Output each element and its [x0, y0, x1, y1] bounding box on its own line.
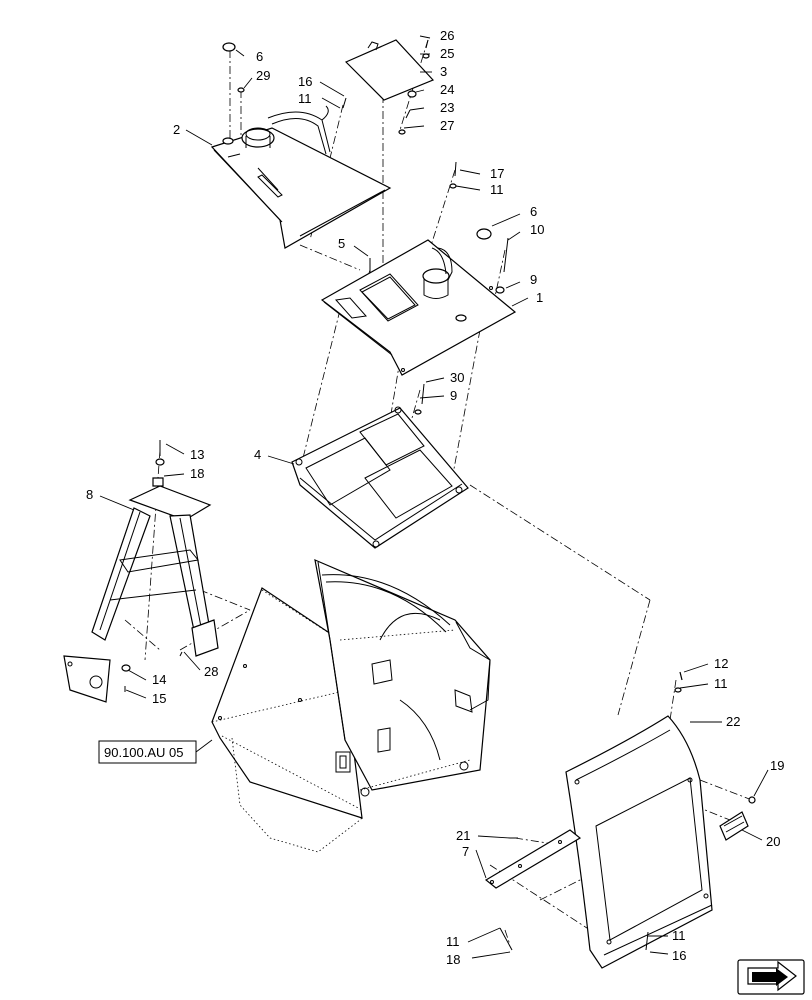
part-7-bracket — [484, 829, 582, 889]
callout-2: 2 — [173, 122, 180, 137]
part-3-cover-plate — [344, 39, 435, 101]
part-22-grille — [565, 715, 713, 969]
hardware — [121, 39, 756, 951]
callout-27: 27 — [440, 118, 454, 133]
callout-20: 20 — [766, 834, 780, 849]
part-20-badge — [719, 811, 749, 841]
callout-19: 19 — [770, 758, 784, 773]
callout-12: 12 — [714, 656, 728, 671]
side-door-panel — [211, 587, 363, 853]
part-4-frame — [291, 406, 469, 549]
callout-28: 28 — [204, 664, 218, 679]
callout-11-e: 11 — [672, 928, 686, 943]
callout-11-d: 11 — [446, 934, 460, 949]
callout-8: 8 — [86, 487, 93, 502]
callout-15: 15 — [152, 691, 166, 706]
callout-16-b: 16 — [672, 948, 686, 963]
reference-link[interactable]: 90.100.AU 05 — [98, 740, 197, 764]
callout-4: 4 — [254, 447, 261, 462]
callout-labels: 6 29 16 11 2 26 25 3 24 23 27 17 11 6 10… — [86, 28, 784, 967]
callout-9-a: 9 — [530, 272, 537, 287]
callout-3: 3 — [440, 64, 447, 79]
callout-11-b: 11 — [490, 182, 504, 197]
callout-26: 26 — [440, 28, 454, 43]
callout-5: 5 — [338, 236, 345, 251]
callout-16-a: 16 — [298, 74, 312, 89]
part-1-mid-panel — [320, 239, 517, 376]
part-2-upper-panel — [210, 105, 392, 249]
callout-25: 25 — [440, 46, 454, 61]
callout-10: 10 — [530, 222, 544, 237]
callout-23: 23 — [440, 100, 454, 115]
callout-29: 29 — [256, 68, 270, 83]
callout-21: 21 — [456, 828, 470, 843]
part-8-stand-bracket — [63, 485, 219, 703]
callout-17: 17 — [490, 166, 504, 181]
callout-6-a: 6 — [256, 49, 263, 64]
callout-1: 1 — [536, 290, 543, 305]
callout-11-a: 11 — [298, 91, 312, 106]
callout-14: 14 — [152, 672, 166, 687]
rear-door-frame — [314, 559, 491, 797]
callout-18-a: 18 — [190, 466, 204, 481]
callout-6-b: 6 — [530, 204, 537, 219]
callout-18-b: 18 — [446, 952, 460, 967]
callout-24: 24 — [440, 82, 454, 97]
callout-30: 30 — [450, 370, 464, 385]
callout-7: 7 — [462, 844, 469, 859]
callout-22: 22 — [726, 714, 740, 729]
callout-leaders — [99, 35, 769, 959]
reference-label[interactable]: 90.100.AU 05 — [104, 745, 184, 760]
callout-9-b: 9 — [450, 388, 457, 403]
callout-11-c: 11 — [714, 676, 728, 691]
callout-13: 13 — [190, 447, 204, 462]
arrow-next-icon[interactable] — [737, 959, 805, 995]
